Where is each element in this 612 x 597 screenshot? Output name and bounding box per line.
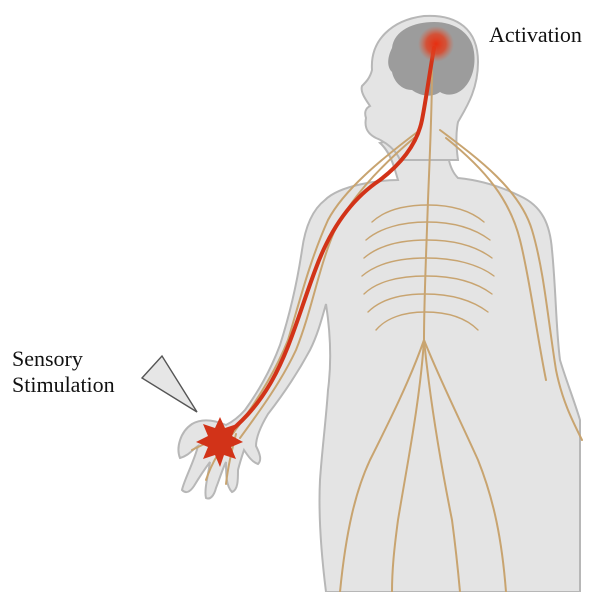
activation-glow-icon bbox=[418, 26, 454, 62]
sensory-label-line1: Sensory bbox=[12, 346, 115, 372]
sensory-stimulation-label: Sensory Stimulation bbox=[12, 346, 115, 398]
sensory-label-line2: Stimulation bbox=[12, 372, 115, 398]
torso-and-arms bbox=[179, 132, 581, 592]
activation-label: Activation bbox=[489, 22, 582, 48]
callout-pointer-icon bbox=[142, 356, 197, 412]
